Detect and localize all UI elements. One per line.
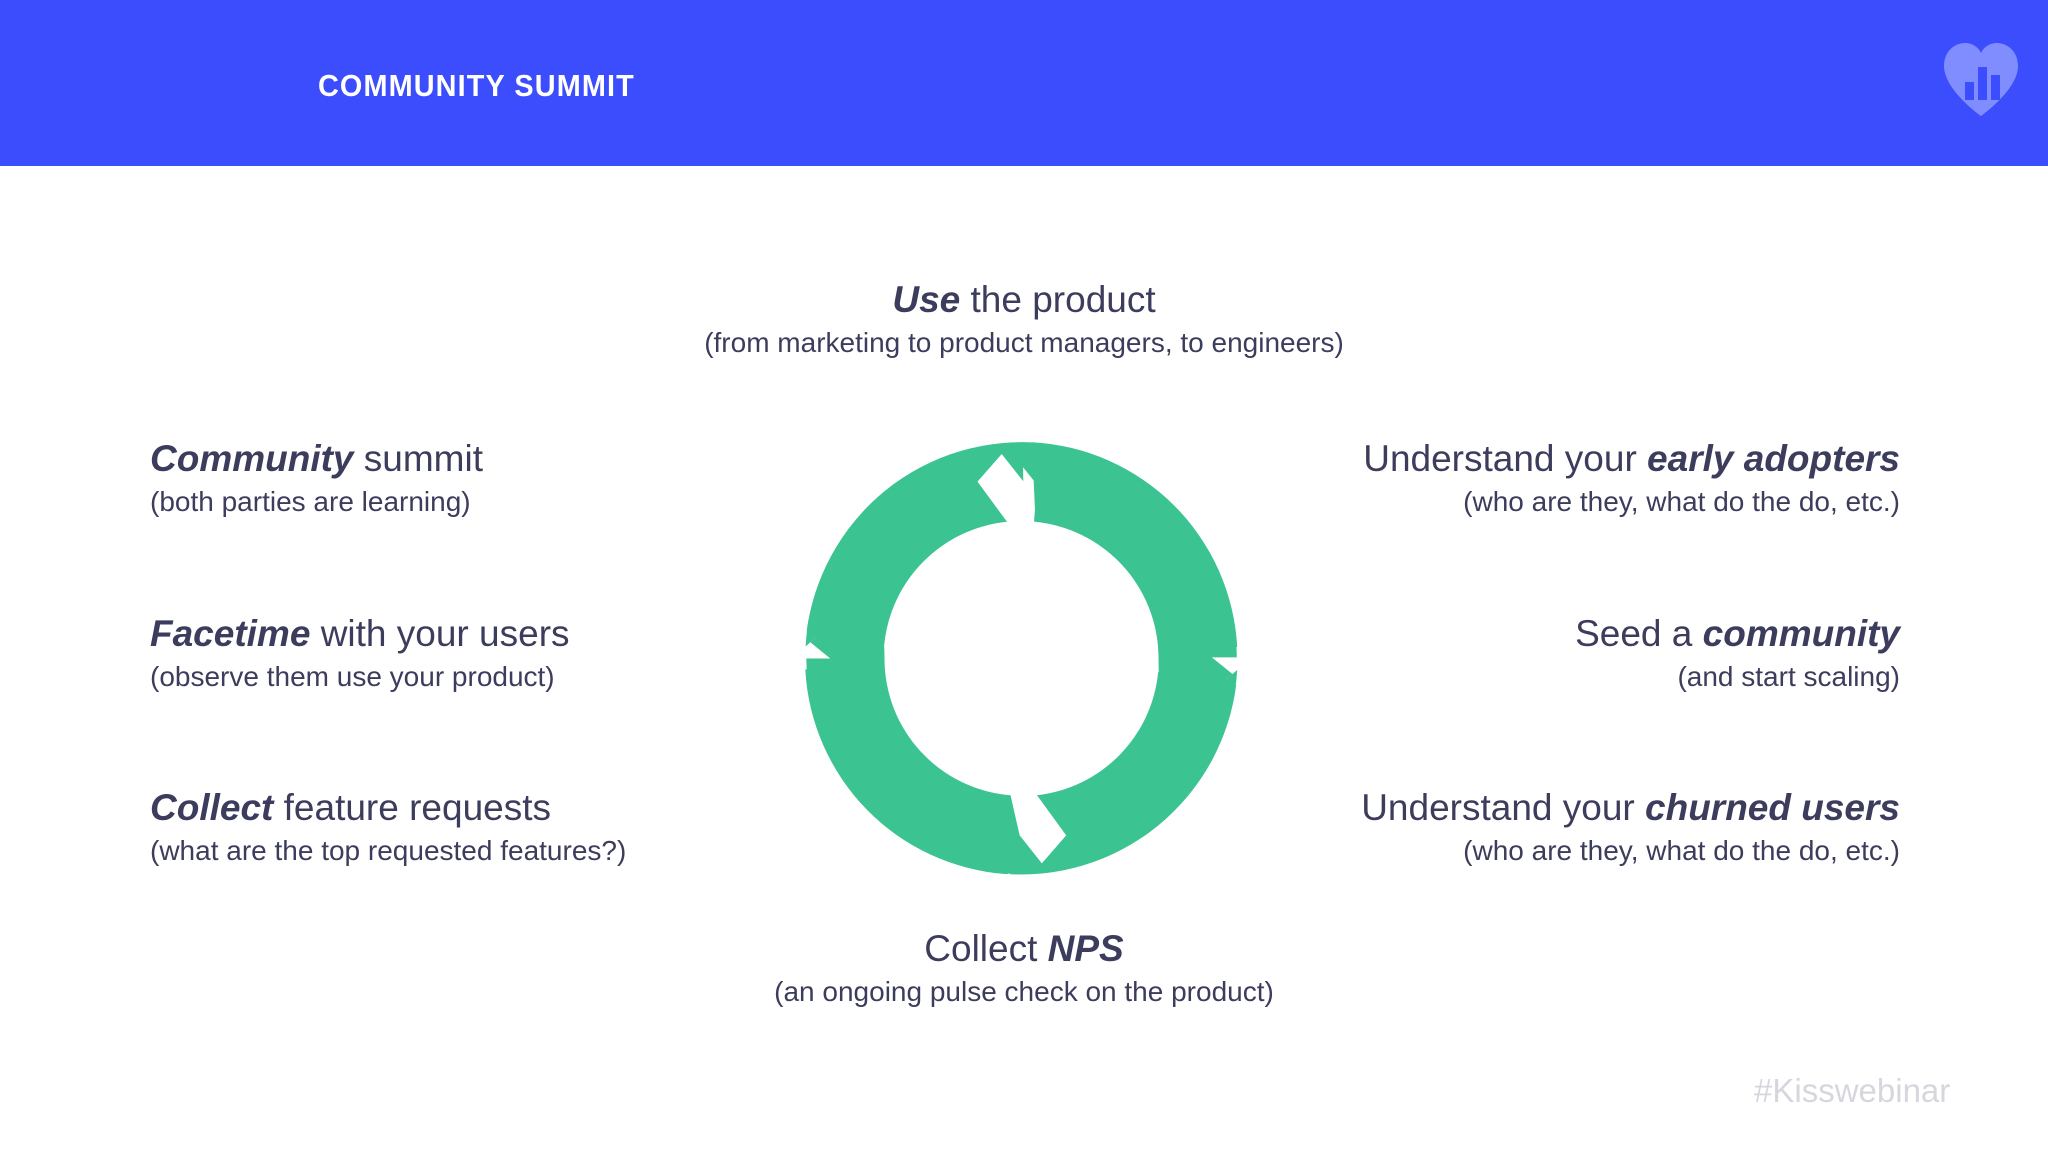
step-label-collect-nps: Collect NPS (an ongoing pulse check on t… bbox=[524, 930, 1524, 1006]
step-title-emphasis: NPS bbox=[1047, 928, 1124, 969]
step-subtitle: (observe them use your product) bbox=[150, 661, 555, 692]
step-subtitle: (from marketing to product managers, to … bbox=[704, 327, 1344, 358]
step-title-emphasis: churned users bbox=[1645, 787, 1900, 828]
step-title: Understand your early adopters bbox=[1020, 440, 1900, 477]
step-title-lead: Collect bbox=[924, 928, 1048, 969]
kissmetrics-bar-chart-heart-logo bbox=[1938, 38, 2024, 118]
step-label-facetime-with-users: Facetime with your users (observe them u… bbox=[150, 615, 780, 691]
step-title-emphasis: Use bbox=[892, 279, 961, 320]
step-title: Facetime with your users bbox=[150, 615, 780, 652]
step-title: Collect NPS bbox=[524, 930, 1524, 967]
page-title: COMMUNITY SUMMIT bbox=[318, 68, 635, 103]
community-feedback-loop-diagram bbox=[805, 442, 1238, 875]
step-title-emphasis: Collect bbox=[150, 787, 274, 828]
step-title-emphasis: Facetime bbox=[150, 613, 311, 654]
step-subtitle: (an ongoing pulse check on the product) bbox=[774, 976, 1274, 1007]
step-title-lead: Understand your bbox=[1361, 787, 1646, 828]
step-title-emphasis: early adopters bbox=[1647, 438, 1900, 479]
step-title-rest: the product bbox=[960, 279, 1156, 320]
step-label-use-the-product: Use the product (from marketing to produ… bbox=[524, 281, 1524, 357]
hashtag-watermark: #Kisswebinar bbox=[1754, 1072, 1951, 1109]
step-title-lead: Understand your bbox=[1363, 438, 1648, 479]
step-title-rest: with your users bbox=[310, 613, 570, 654]
step-label-understand-churned-users: Understand your churned users (who are t… bbox=[1020, 789, 1900, 865]
step-subtitle: (and start scaling) bbox=[1677, 661, 1900, 692]
step-label-seed-a-community: Seed a community (and start scaling) bbox=[1020, 615, 1900, 691]
step-title-rest: feature requests bbox=[273, 787, 552, 828]
slide-header-bar: COMMUNITY SUMMIT bbox=[0, 0, 2048, 166]
step-title-emphasis: Community bbox=[150, 438, 354, 479]
step-subtitle: (what are the top requested features?) bbox=[150, 835, 627, 866]
step-label-community-summit: Community summit (both parties are learn… bbox=[150, 440, 780, 516]
step-subtitle: (who are they, what do the do, etc.) bbox=[1463, 486, 1900, 517]
step-label-collect-feature-requests: Collect feature requests (what are the t… bbox=[150, 789, 780, 865]
step-title-lead: Seed a bbox=[1575, 613, 1703, 654]
step-title-rest: summit bbox=[353, 438, 483, 479]
step-title: Understand your churned users bbox=[1020, 789, 1900, 826]
step-subtitle: (who are they, what do the do, etc.) bbox=[1463, 835, 1900, 866]
ring-segments bbox=[806, 443, 1237, 874]
step-title: Seed a community bbox=[1020, 615, 1900, 652]
step-title: Collect feature requests bbox=[150, 789, 780, 826]
step-title: Community summit bbox=[150, 440, 780, 477]
step-title-emphasis: community bbox=[1702, 613, 1900, 654]
step-title: Use the product bbox=[524, 281, 1524, 318]
step-subtitle: (both parties are learning) bbox=[150, 486, 471, 517]
step-label-understand-early-adopters: Understand your early adopters (who are … bbox=[1020, 440, 1900, 516]
